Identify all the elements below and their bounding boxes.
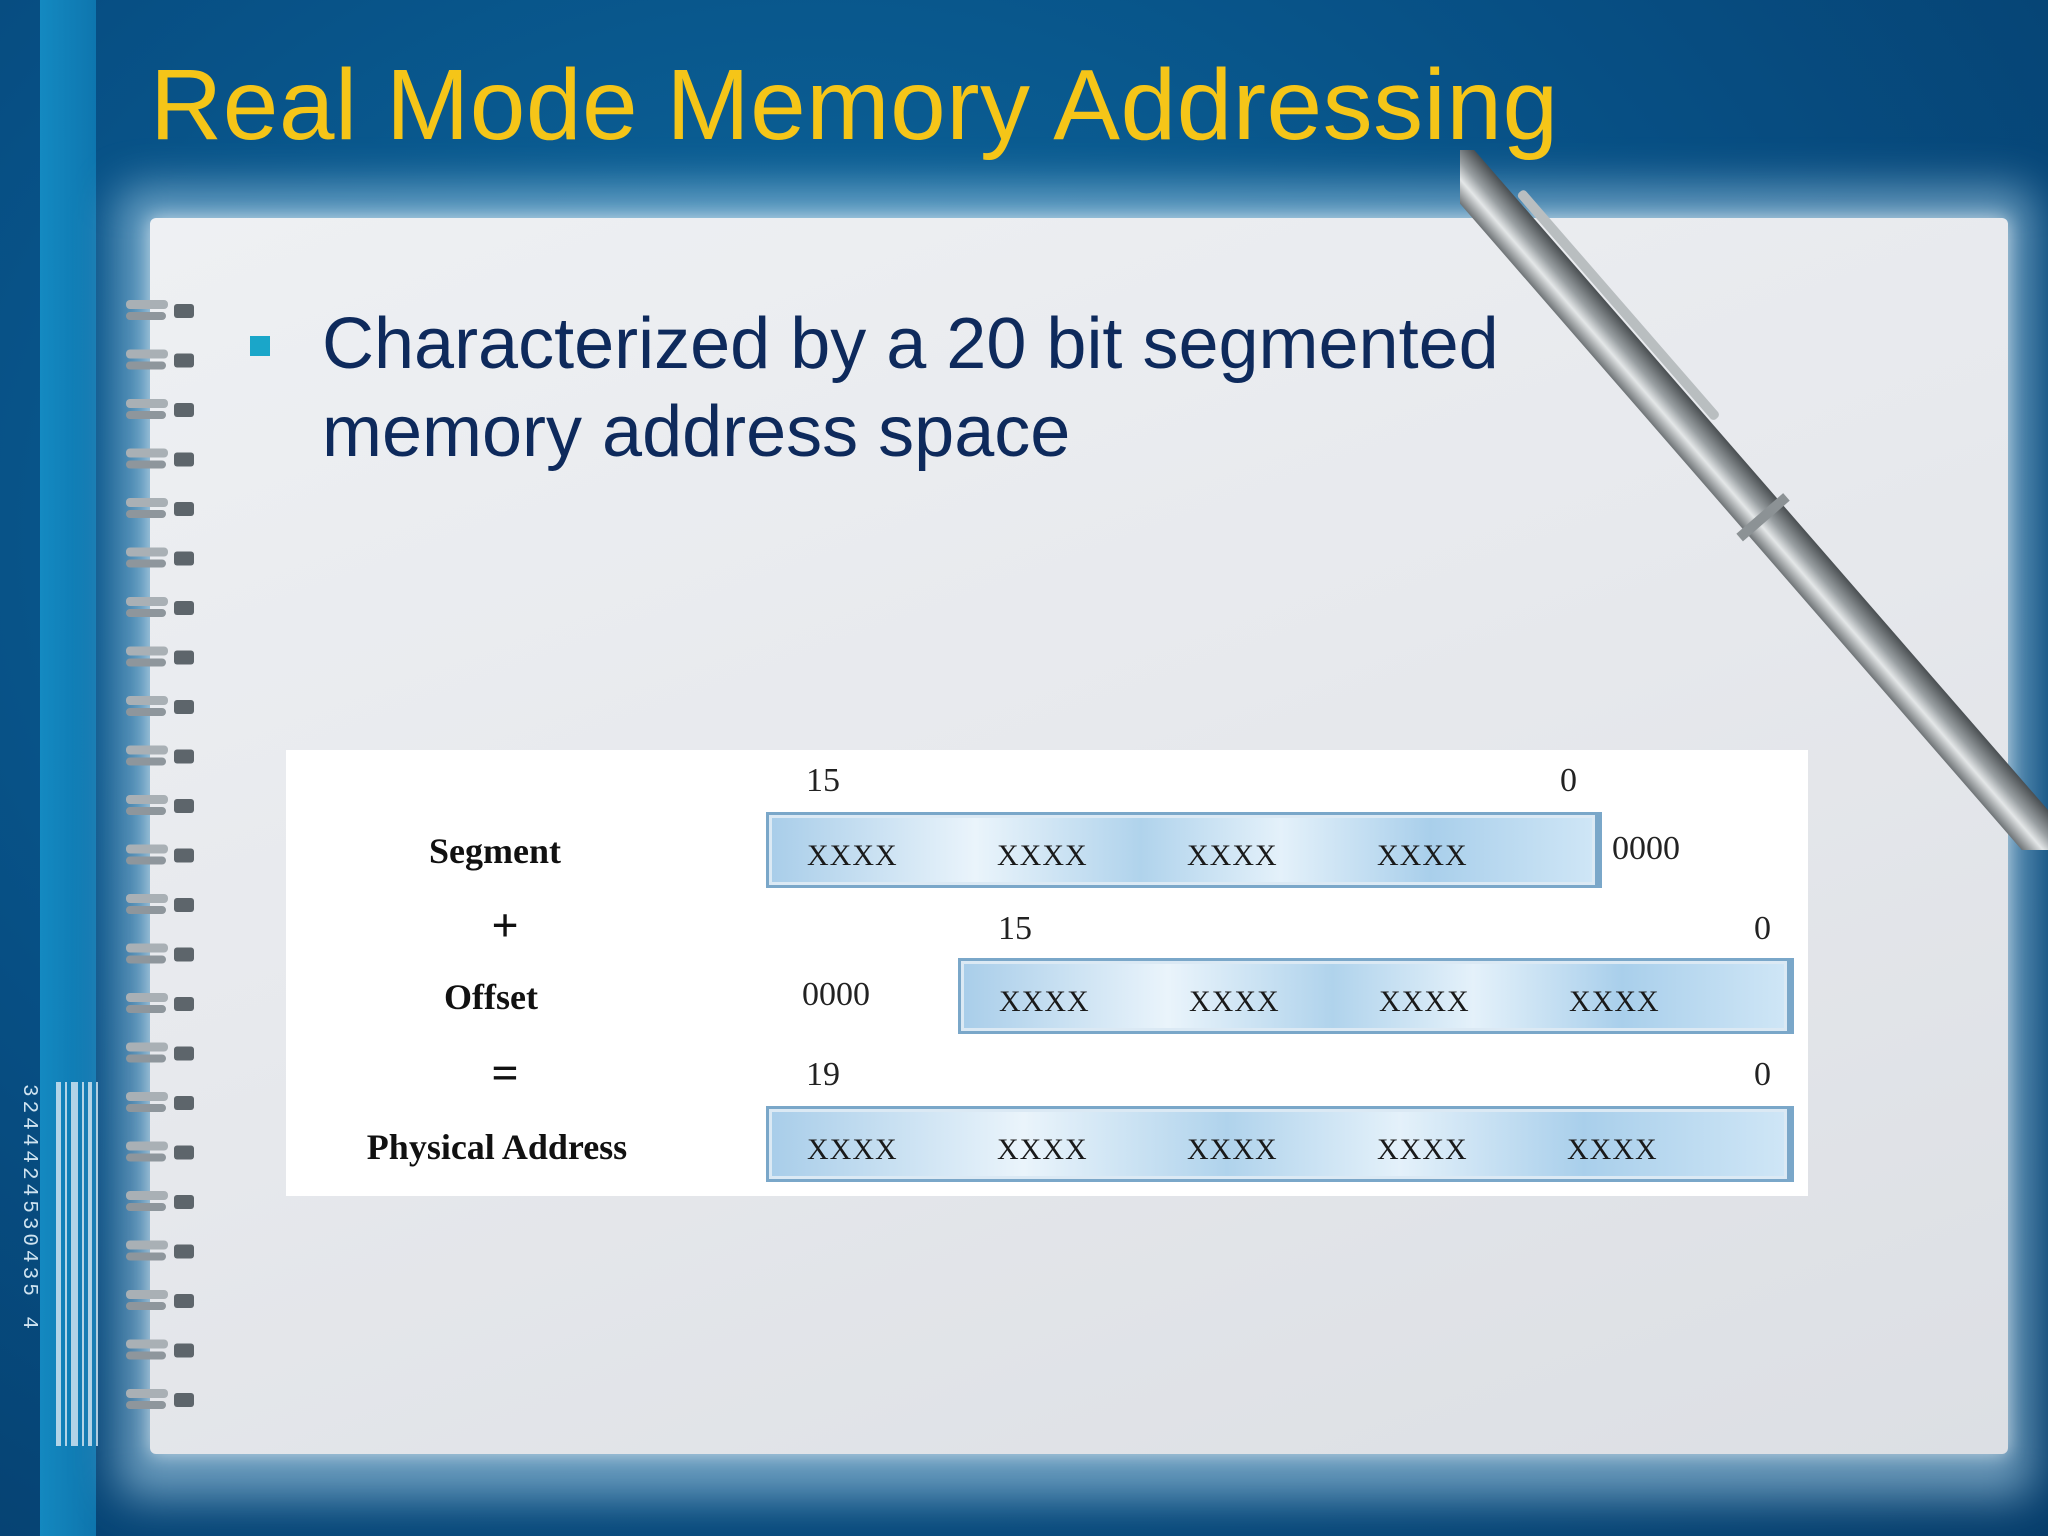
physical-address-register: XXXX XXXX XXXX XXXX XXXX	[766, 1106, 1794, 1182]
spiral-coil	[126, 1290, 194, 1310]
offset-bit-low: 0	[1754, 910, 1771, 947]
physical-bit-high: 19	[806, 1056, 840, 1093]
physical-cell: XXXX	[1567, 1133, 1658, 1166]
barcode-icon: 3244424530435 4	[17, 1082, 98, 1446]
physical-bit-low: 0	[1754, 1056, 1771, 1093]
spiral-coil	[126, 795, 194, 815]
segment-cell: XXXX	[1187, 839, 1278, 872]
spiral-coil	[126, 894, 194, 914]
spiral-coil	[126, 646, 194, 667]
segment-cell: XXXX	[997, 839, 1088, 872]
spiral-coil	[126, 745, 194, 766]
spiral-coil	[126, 696, 194, 716]
physical-cell: XXXX	[997, 1133, 1088, 1166]
offset-cell: XXXX	[999, 985, 1090, 1018]
offset-prefix: 0000	[802, 976, 870, 1013]
physical-cell: XXXX	[807, 1133, 898, 1166]
spiral-coil	[126, 547, 194, 568]
spiral-coil	[126, 1092, 194, 1112]
spiral-coil	[126, 1042, 194, 1063]
spiral-coil	[126, 349, 194, 370]
barcode-digits: 3244424530435 4	[17, 1084, 40, 1333]
spiral-coil	[126, 399, 194, 419]
spiral-coil	[126, 844, 194, 865]
spiral-binding-icon	[126, 300, 194, 1409]
slide-title: Real Mode Memory Addressing	[150, 49, 1559, 161]
offset-register: XXXX XXXX XXXX XXXX	[958, 958, 1794, 1034]
bullet-square-icon	[250, 336, 270, 356]
pen-icon	[1460, 150, 2048, 850]
physical-address-label: Physical Address	[366, 1127, 628, 1167]
segment-cell: XXXX	[807, 839, 898, 872]
physical-cell: XXXX	[1187, 1133, 1278, 1166]
spiral-coil	[126, 597, 194, 617]
segment-bit-low: 0	[1560, 762, 1577, 799]
spiral-coil	[126, 993, 194, 1013]
offset-cell: XXXX	[1189, 985, 1280, 1018]
offset-label: Offset	[444, 977, 538, 1017]
segment-suffix: 0000	[1612, 830, 1680, 867]
bullet-text: Characterized by a 20 bit segmented memo…	[322, 304, 1499, 472]
address-diagram: Segment 15 0 XXXX XXXX XXXX XXXX 0000 + …	[286, 750, 1808, 1196]
segment-register: XXXX XXXX XXXX XXXX	[766, 812, 1602, 888]
spiral-coil	[126, 300, 194, 320]
spiral-coil	[126, 1191, 194, 1211]
offset-cell: XXXX	[1569, 985, 1660, 1018]
segment-label: Segment	[429, 831, 561, 871]
physical-cell: XXXX	[1377, 1133, 1468, 1166]
offset-bit-high: 15	[998, 910, 1032, 947]
spiral-coil	[126, 1141, 194, 1162]
equals-sign: =	[491, 1047, 519, 1100]
segment-cell: XXXX	[1377, 839, 1468, 872]
spiral-coil	[126, 1240, 194, 1261]
offset-cell: XXXX	[1379, 985, 1470, 1018]
segment-bit-high: 15	[806, 762, 840, 799]
spiral-coil	[126, 448, 194, 469]
spiral-coil	[126, 943, 194, 964]
left-accent-stripe	[40, 0, 96, 1536]
spiral-coil	[126, 1339, 194, 1360]
plus-sign: +	[491, 899, 519, 952]
spiral-coil	[126, 498, 194, 518]
spiral-coil	[126, 1389, 194, 1409]
